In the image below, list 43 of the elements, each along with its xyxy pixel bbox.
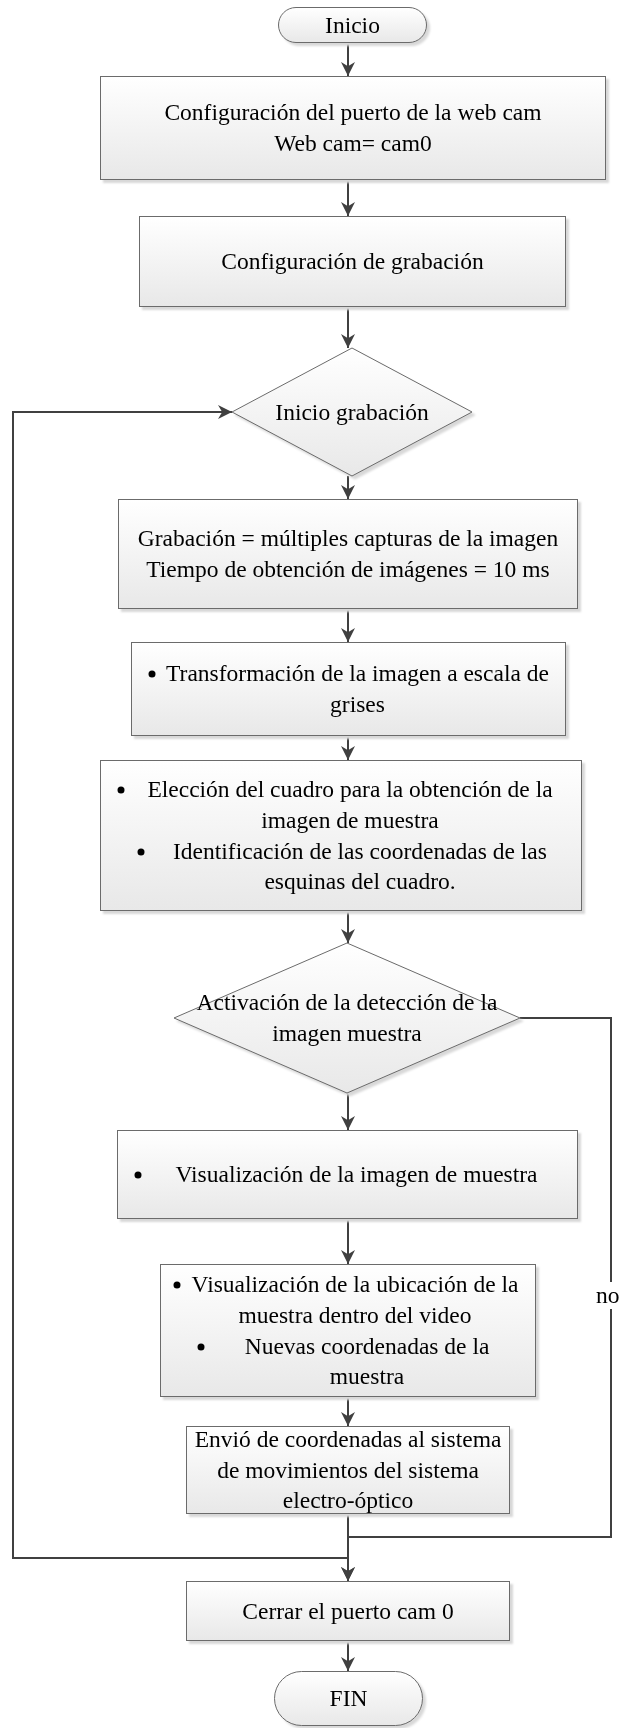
arrow bbox=[341, 910, 355, 944]
node-text: Visualización de la ubicación de la muestra dentro del video bbox=[190, 1270, 520, 1330]
node-text: Transformación de la imagen a escala de grises bbox=[165, 659, 550, 719]
arrow bbox=[341, 306, 355, 349]
arrow bbox=[12, 405, 349, 1559]
node-text: Grabación = múltiples capturas de la imagen bbox=[137, 524, 559, 554]
arrow bbox=[341, 1640, 355, 1672]
edge-label: no bbox=[595, 1282, 619, 1309]
node-text: Identificación de las coordenadas de las esquinas del cuadro. bbox=[172, 836, 548, 897]
arrow bbox=[341, 1396, 355, 1427]
node-text: Envió de coordenadas al sistema de movimientos del sistema electro-óptico bbox=[193, 1425, 503, 1516]
arrow bbox=[341, 1017, 612, 1582]
process-box bbox=[160, 1264, 536, 1397]
decision-diamond bbox=[232, 348, 472, 476]
terminal-shape bbox=[278, 7, 427, 43]
node-text: Activación de la detección de la imagen muestra bbox=[195, 988, 499, 1048]
node-text: Cerrar el puerto cam 0 bbox=[242, 1596, 454, 1626]
process-box bbox=[186, 1581, 510, 1641]
process-box bbox=[139, 216, 566, 307]
node-text: FIN bbox=[329, 1684, 368, 1714]
arrow bbox=[341, 42, 355, 77]
node-text: Elección del cuadro para la obtención de la imagen de muestra bbox=[146, 775, 554, 835]
node-text: Visualización de la imagen de muestra bbox=[174, 1160, 539, 1190]
node-text: Inicio grabación bbox=[275, 397, 429, 427]
node-text: Tiempo de obtención de imágenes = 10 ms bbox=[146, 555, 550, 584]
arrow bbox=[341, 475, 355, 500]
process-box bbox=[118, 499, 578, 609]
process-box bbox=[117, 1130, 578, 1219]
process-box bbox=[100, 760, 582, 911]
decision-diamond bbox=[174, 943, 520, 1093]
arrow bbox=[341, 1218, 355, 1265]
arrow bbox=[341, 608, 355, 643]
node-text: Web cam= cam0 bbox=[274, 129, 432, 158]
node-text: Nuevas coordenadas de la muestra bbox=[243, 1331, 491, 1392]
node-text: Configuración de grabación bbox=[221, 247, 484, 277]
arrow bbox=[341, 735, 355, 761]
node-text: Inicio bbox=[325, 10, 380, 40]
process-box bbox=[131, 642, 566, 736]
terminal-shape bbox=[274, 1671, 423, 1726]
arrow bbox=[341, 1092, 355, 1131]
arrow bbox=[341, 179, 355, 217]
process-box bbox=[100, 76, 606, 180]
node-text: Configuración del puerto de la web cam bbox=[164, 98, 542, 128]
